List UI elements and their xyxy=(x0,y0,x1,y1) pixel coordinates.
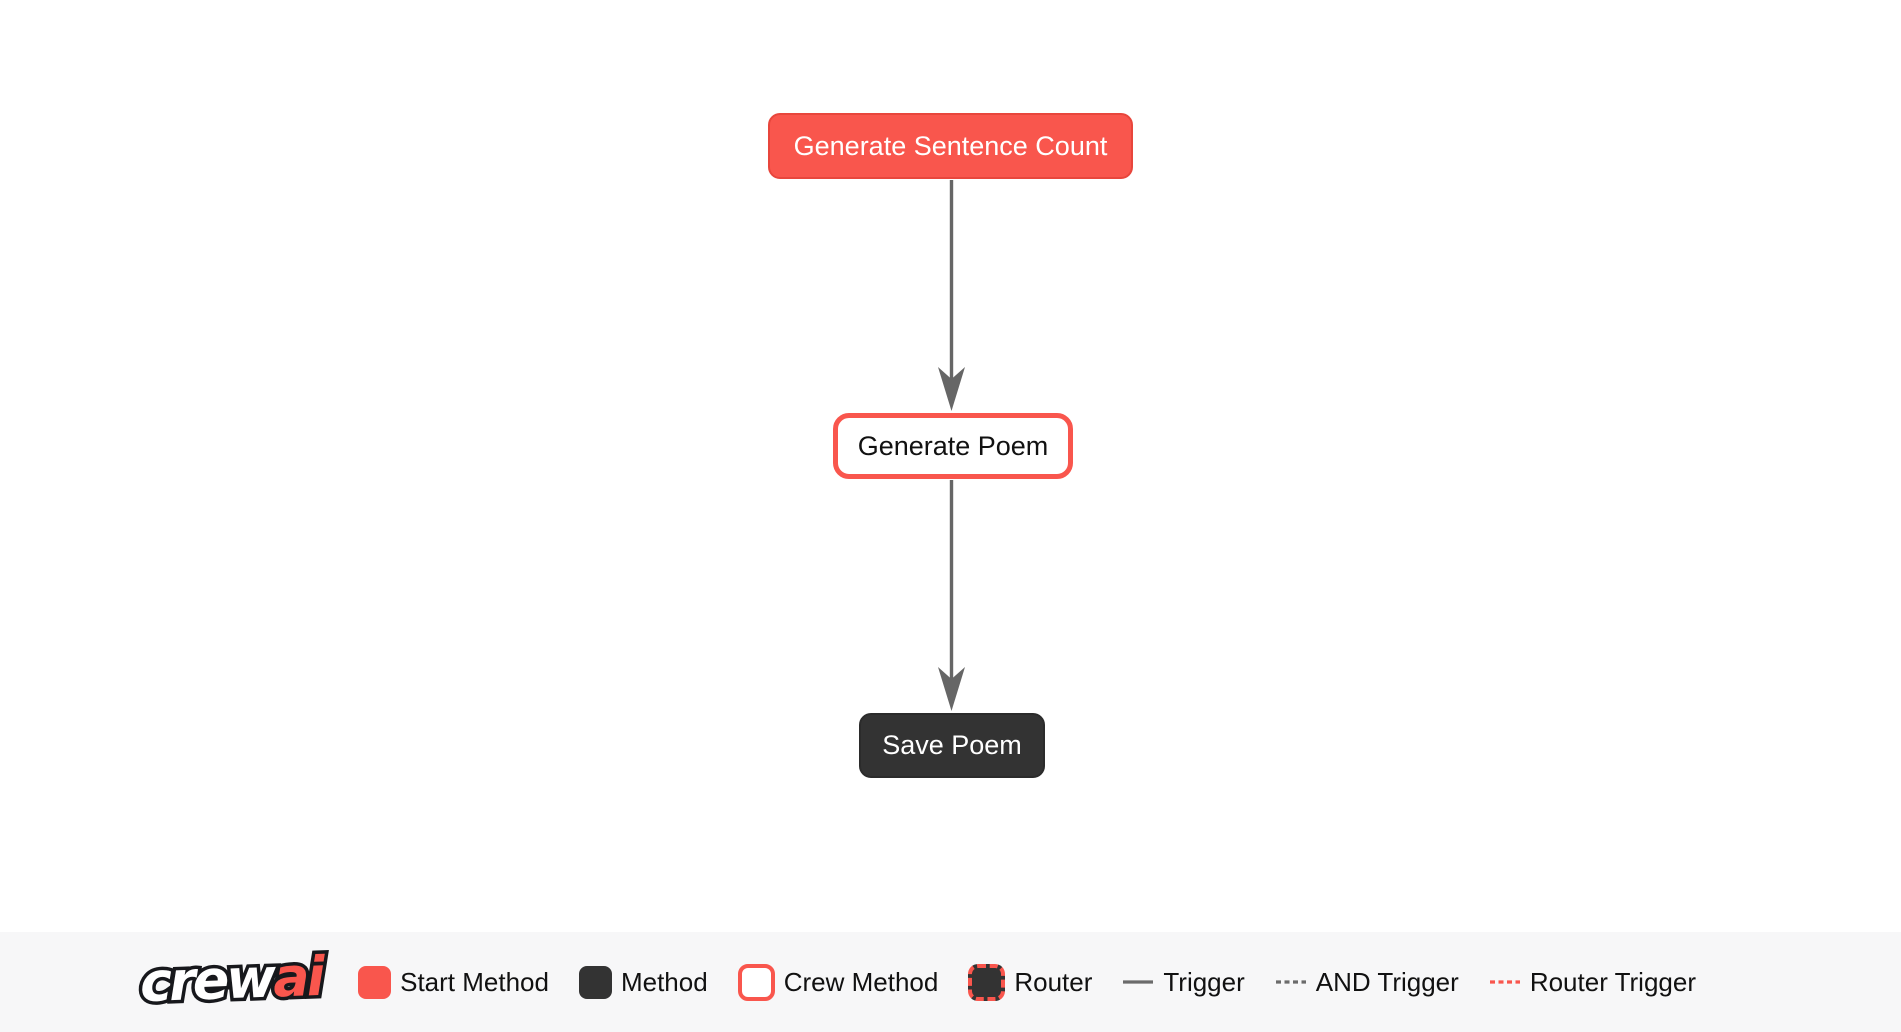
node-generate-poem[interactable]: Generate Poem xyxy=(833,413,1073,479)
legend-label: Start Method xyxy=(400,966,549,997)
router-swatch-icon xyxy=(968,963,1006,1001)
trigger-line-icon xyxy=(1123,980,1154,984)
crew-method-swatch-icon xyxy=(737,963,775,1001)
legend-item-router: Router xyxy=(968,963,1093,1001)
legend-item-start-method: Start Method xyxy=(358,965,549,999)
method-swatch-icon xyxy=(578,965,612,999)
legend-label: Method xyxy=(620,966,708,997)
edge-trigger-crew-to-method xyxy=(938,480,965,711)
start-method-swatch-icon xyxy=(358,965,392,999)
router-trigger-line-icon xyxy=(1489,980,1520,984)
legend-label: Router xyxy=(1014,966,1093,997)
node-label: Generate Poem xyxy=(857,430,1049,461)
legend-bar: crewai Start Method Method Crew Method R… xyxy=(0,932,1901,1032)
legend-item-trigger: Trigger xyxy=(1122,966,1245,998)
node-label: Save Poem xyxy=(882,730,1022,760)
legend-label: Crew Method xyxy=(783,966,939,997)
legend-label: AND Trigger xyxy=(1315,966,1459,997)
legend-label: Trigger xyxy=(1163,966,1245,997)
legend-label: Router Trigger xyxy=(1529,966,1696,997)
edge-trigger-start-to-crew xyxy=(938,180,965,411)
node-generate-sentence-count[interactable]: Generate Sentence Count xyxy=(768,113,1133,179)
logo-text-crew: crew xyxy=(135,943,277,1018)
node-save-poem[interactable]: Save Poem xyxy=(859,713,1045,778)
legend-item-and-trigger: AND Trigger xyxy=(1275,967,1459,998)
and-trigger-line-icon xyxy=(1275,980,1306,984)
legend-item-method: Method xyxy=(578,965,708,999)
crewai-logo: crewai xyxy=(135,941,326,1017)
legend-item-crew-method: Crew Method xyxy=(737,963,939,1001)
node-label: Generate Sentence Count xyxy=(793,130,1108,161)
logo-text-ai: ai xyxy=(269,941,327,1013)
legend-item-router-trigger: Router Trigger xyxy=(1489,967,1696,998)
